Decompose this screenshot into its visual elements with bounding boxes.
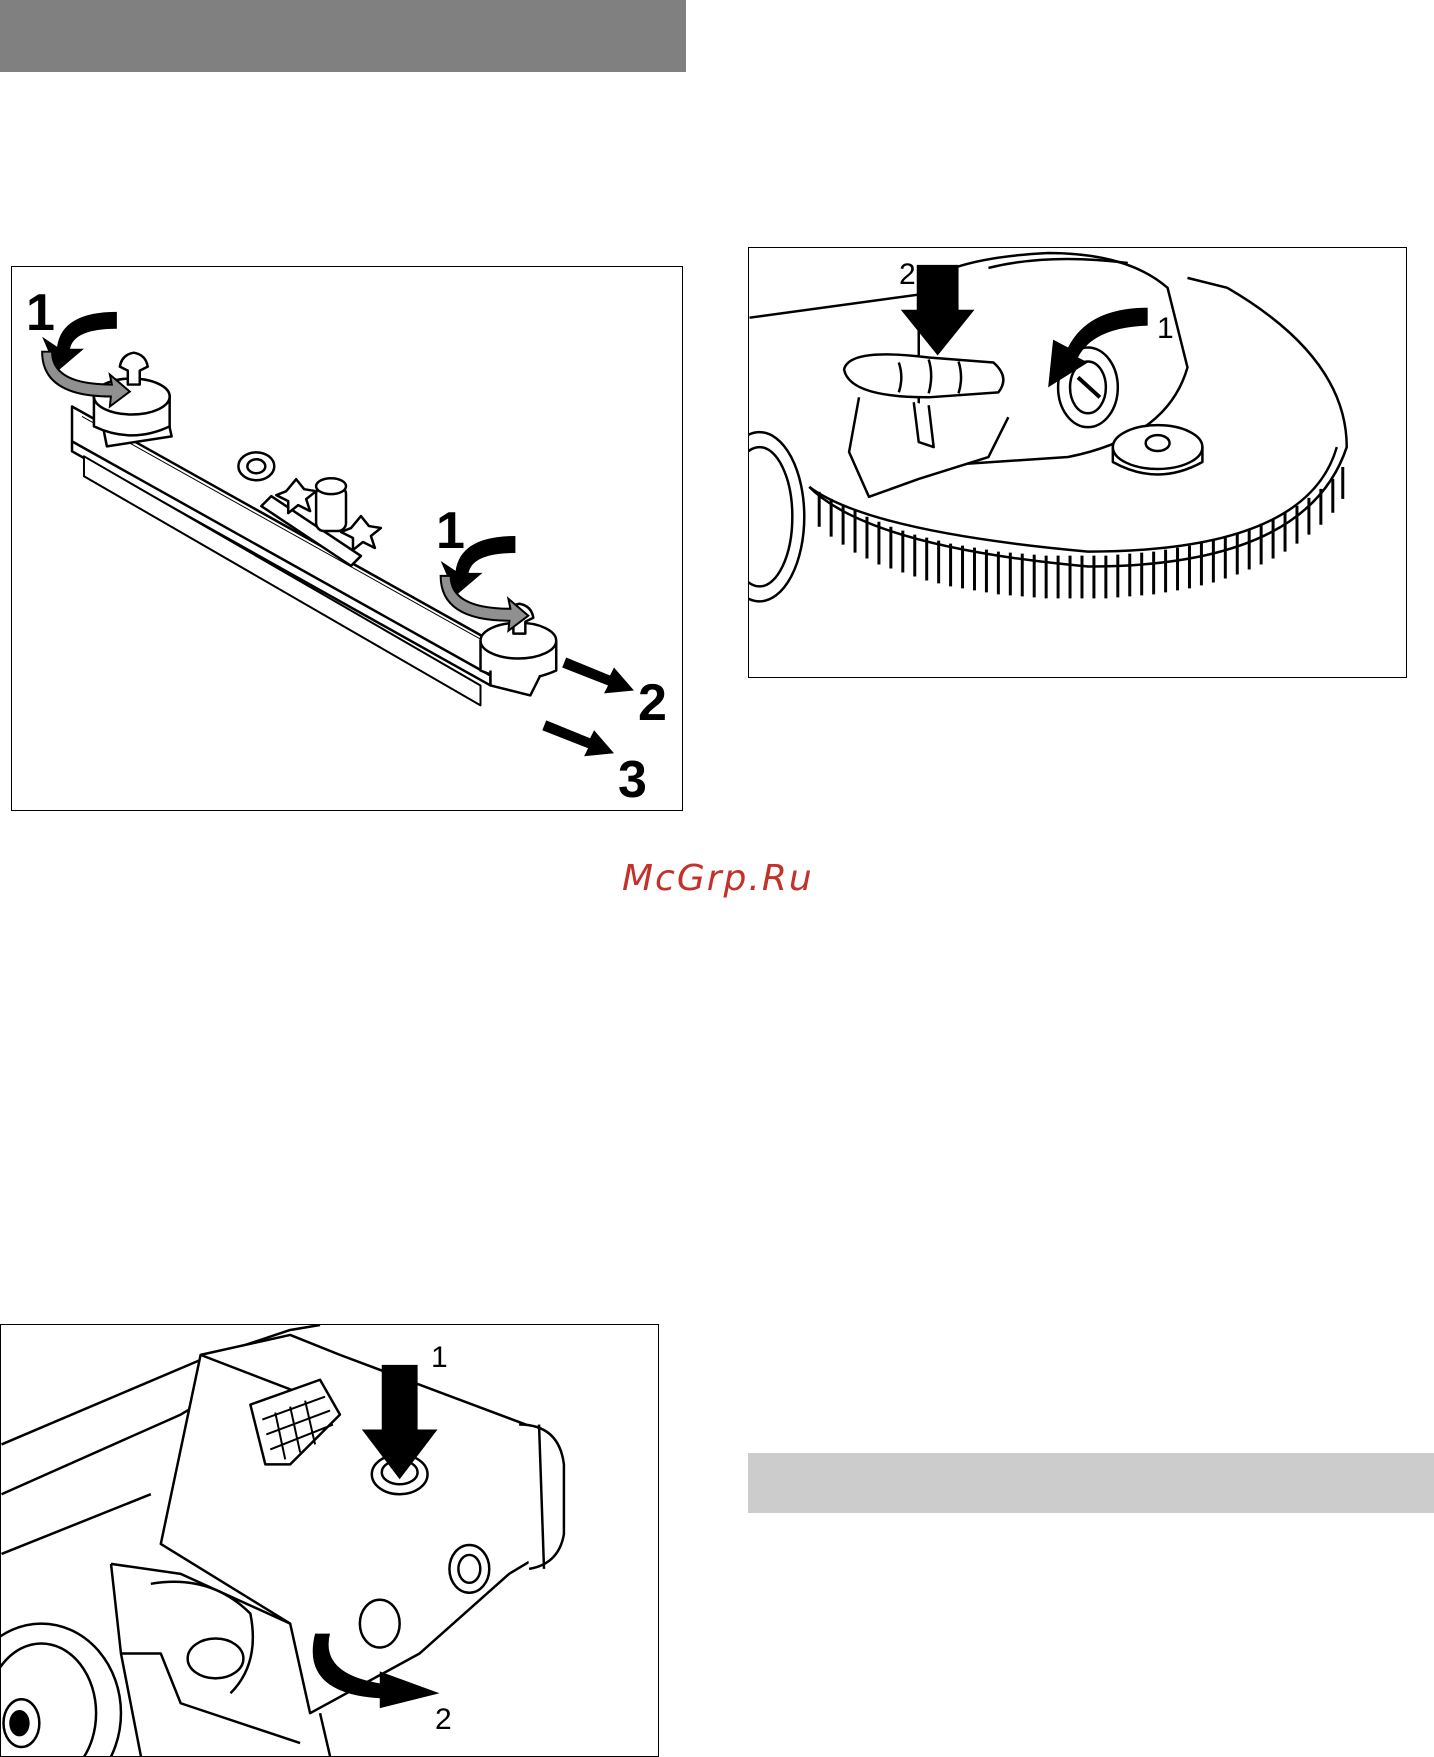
brush-head-illustration (749, 248, 1406, 677)
machine-base-illustration (1, 1325, 658, 1756)
figure-release-button: 1 2 (0, 1324, 659, 1757)
watermark: McGrp.Ru (622, 858, 814, 899)
callout-3: 3 (618, 754, 647, 806)
section-subheader-bar (748, 1453, 1434, 1513)
figure-brush-release: 2 1 (748, 247, 1407, 678)
callout-1: 1 (1157, 314, 1174, 344)
callout-2: 2 (638, 677, 667, 729)
callout-1-left: 1 (26, 287, 55, 339)
callout-1-right: 1 (436, 505, 465, 557)
squeegee-illustration (12, 267, 682, 810)
figure-squeegee-removal: 1 1 2 3 (11, 266, 683, 811)
callout-2: 2 (899, 260, 916, 290)
section-header-bar (0, 0, 686, 72)
callout-2: 2 (435, 1705, 452, 1735)
callout-1: 1 (431, 1343, 448, 1373)
